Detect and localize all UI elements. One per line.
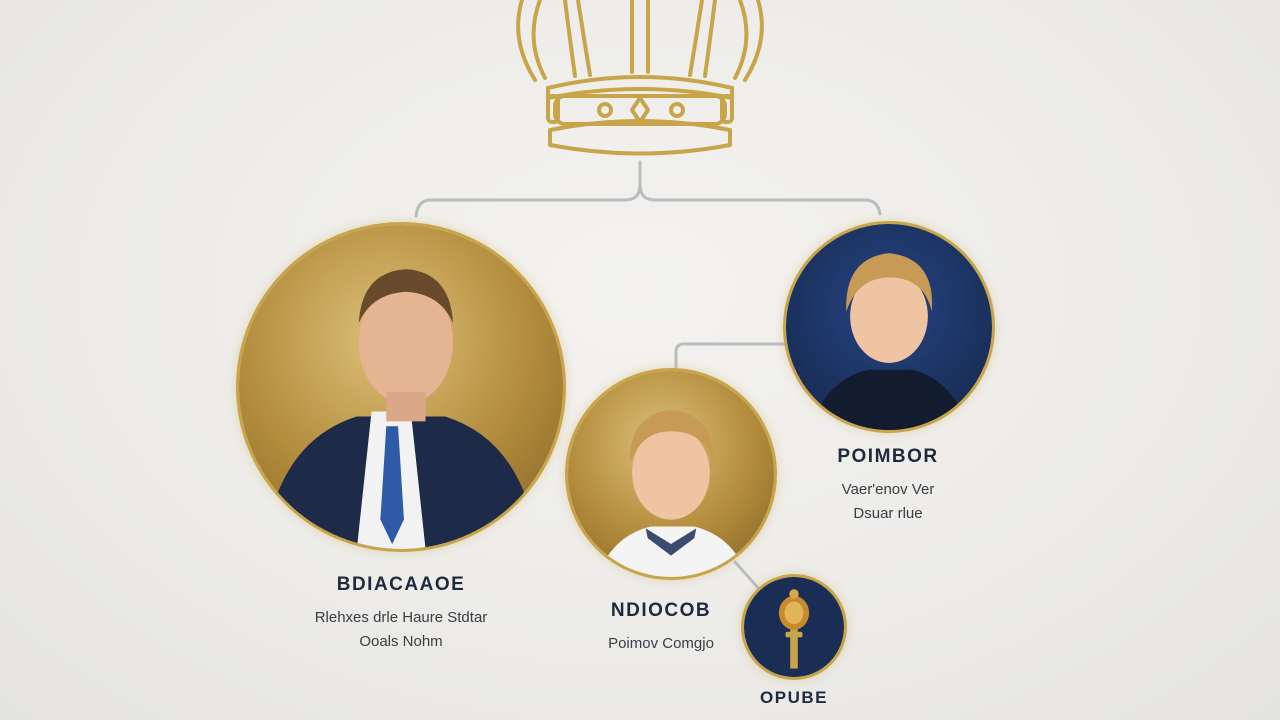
person-label-child-gold: NDIOCOB Poimov Comgjo xyxy=(566,600,756,656)
child-portrait-image xyxy=(786,224,992,430)
person-name: NDIOCOB xyxy=(610,600,712,621)
portrait-adult-man[interactable] xyxy=(236,222,566,552)
child-portrait-image xyxy=(568,371,774,577)
person-label-child-navy: POIMBOR Vaer'enov Ver Dsuar rlue xyxy=(788,446,988,526)
person-label-adult: BDIACAAOE Rlehxes drle Haure Stdtar Ooal… xyxy=(236,574,566,654)
scepter-icon xyxy=(744,577,844,677)
person-name: POIMBOR xyxy=(837,446,939,467)
person-subtitle: Ooals Nohm xyxy=(359,633,443,650)
connector-lines xyxy=(414,160,882,592)
person-subtitle: Dsuar rlue xyxy=(853,505,923,522)
person-title: Rlehxes drle Haure Stdtar xyxy=(314,609,488,626)
scepter-badge[interactable] xyxy=(741,574,847,680)
man-portrait-image xyxy=(239,225,563,549)
portrait-child-navy[interactable] xyxy=(783,221,995,433)
person-title: Poimov Comgjo xyxy=(608,635,714,652)
person-label-scepter: OPUBE xyxy=(744,688,844,708)
portrait-child-gold[interactable] xyxy=(565,368,777,580)
crown-icon xyxy=(516,0,764,156)
person-name: OPUBE xyxy=(760,688,828,707)
person-title: Vaer'enov Ver xyxy=(841,481,935,498)
person-name: BDIACAAOE xyxy=(336,574,466,595)
